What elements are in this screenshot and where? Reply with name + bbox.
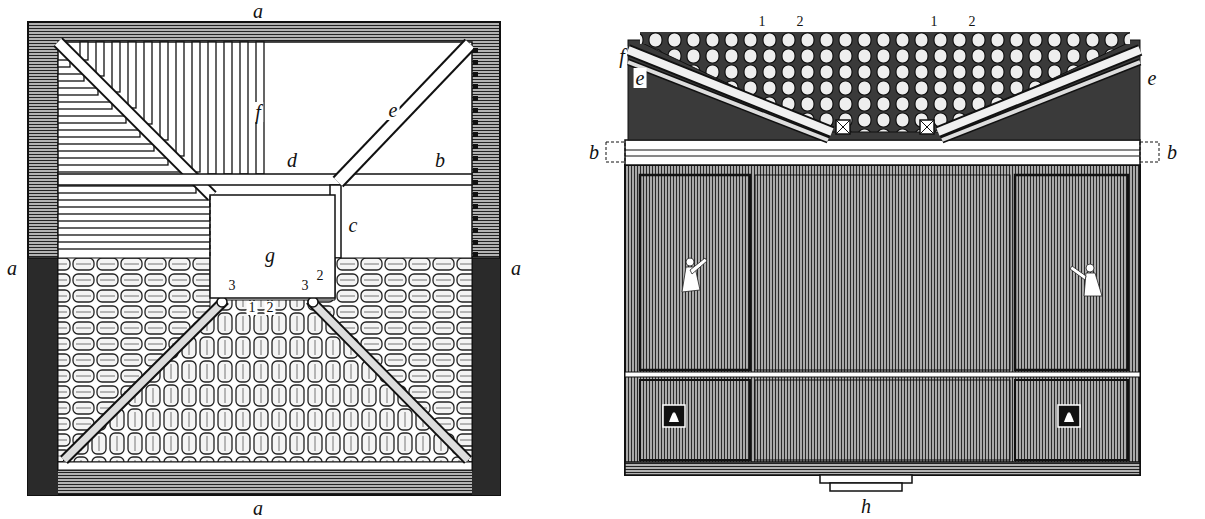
callout-letter: f [253, 102, 263, 122]
callout-number: 2 [265, 301, 276, 315]
wall-mark [473, 132, 478, 137]
callout-letter: h [859, 496, 873, 516]
rafter [224, 42, 232, 174]
wall-mark [473, 72, 478, 77]
wall-mark [473, 108, 478, 113]
rafter [58, 102, 112, 109]
callout-letter: b [1165, 142, 1179, 162]
callout-letter: g [263, 245, 277, 265]
rafter [176, 42, 184, 156]
callout-number: 3 [300, 279, 311, 293]
callout-number: 1 [247, 301, 258, 315]
callout-number: 2 [967, 15, 978, 29]
wall-mark [473, 60, 478, 65]
wall-mark [473, 48, 478, 53]
callout-letter: a [509, 258, 523, 278]
wall-mark [473, 180, 478, 185]
callout-letter: b [433, 150, 447, 170]
wall-mark [473, 204, 478, 209]
callout-number: 1 [929, 15, 940, 29]
wall-mark [473, 216, 478, 221]
rafter [58, 228, 210, 235]
wall-mark [473, 120, 478, 125]
wall-mark [473, 192, 478, 197]
callout-number: 1 [757, 15, 768, 29]
rafter [58, 158, 168, 165]
wall-mark [473, 84, 478, 89]
rafter [58, 144, 154, 151]
rafter [58, 186, 196, 193]
rafter [144, 42, 152, 124]
rafter [58, 88, 98, 95]
callout-letter: d [285, 150, 299, 170]
wall-mark [473, 156, 478, 161]
callout-letter: e [387, 100, 400, 120]
rafter [192, 42, 200, 172]
callout-letter: a [251, 498, 265, 518]
callout-letter: c [347, 215, 360, 235]
rafter [58, 214, 210, 221]
callout-letter: b [587, 142, 601, 162]
rafter [160, 42, 168, 140]
wall-mark [473, 228, 478, 233]
rafter [240, 42, 248, 174]
rafter [208, 42, 216, 174]
callout-number: 3 [227, 279, 238, 293]
rafter [58, 116, 126, 123]
wall-mark [473, 168, 478, 173]
rafter [96, 42, 104, 76]
wall-mark [473, 240, 478, 245]
callout-letter: f [617, 46, 627, 66]
callout-letter: a [251, 1, 265, 21]
callout-letter: a [5, 258, 19, 278]
callout-number: 2 [795, 15, 806, 29]
callout-letter: e [1146, 68, 1159, 88]
wall-mark [473, 144, 478, 149]
rafter [112, 42, 120, 92]
rafter [58, 130, 140, 137]
wall-mark [473, 96, 478, 101]
callout-letter: e [634, 68, 647, 88]
rafter [58, 242, 210, 249]
wall-mark [473, 252, 478, 257]
rafter [58, 74, 84, 81]
rafter [58, 200, 210, 207]
callout-number: 2 [315, 269, 326, 283]
rafter [128, 42, 136, 108]
